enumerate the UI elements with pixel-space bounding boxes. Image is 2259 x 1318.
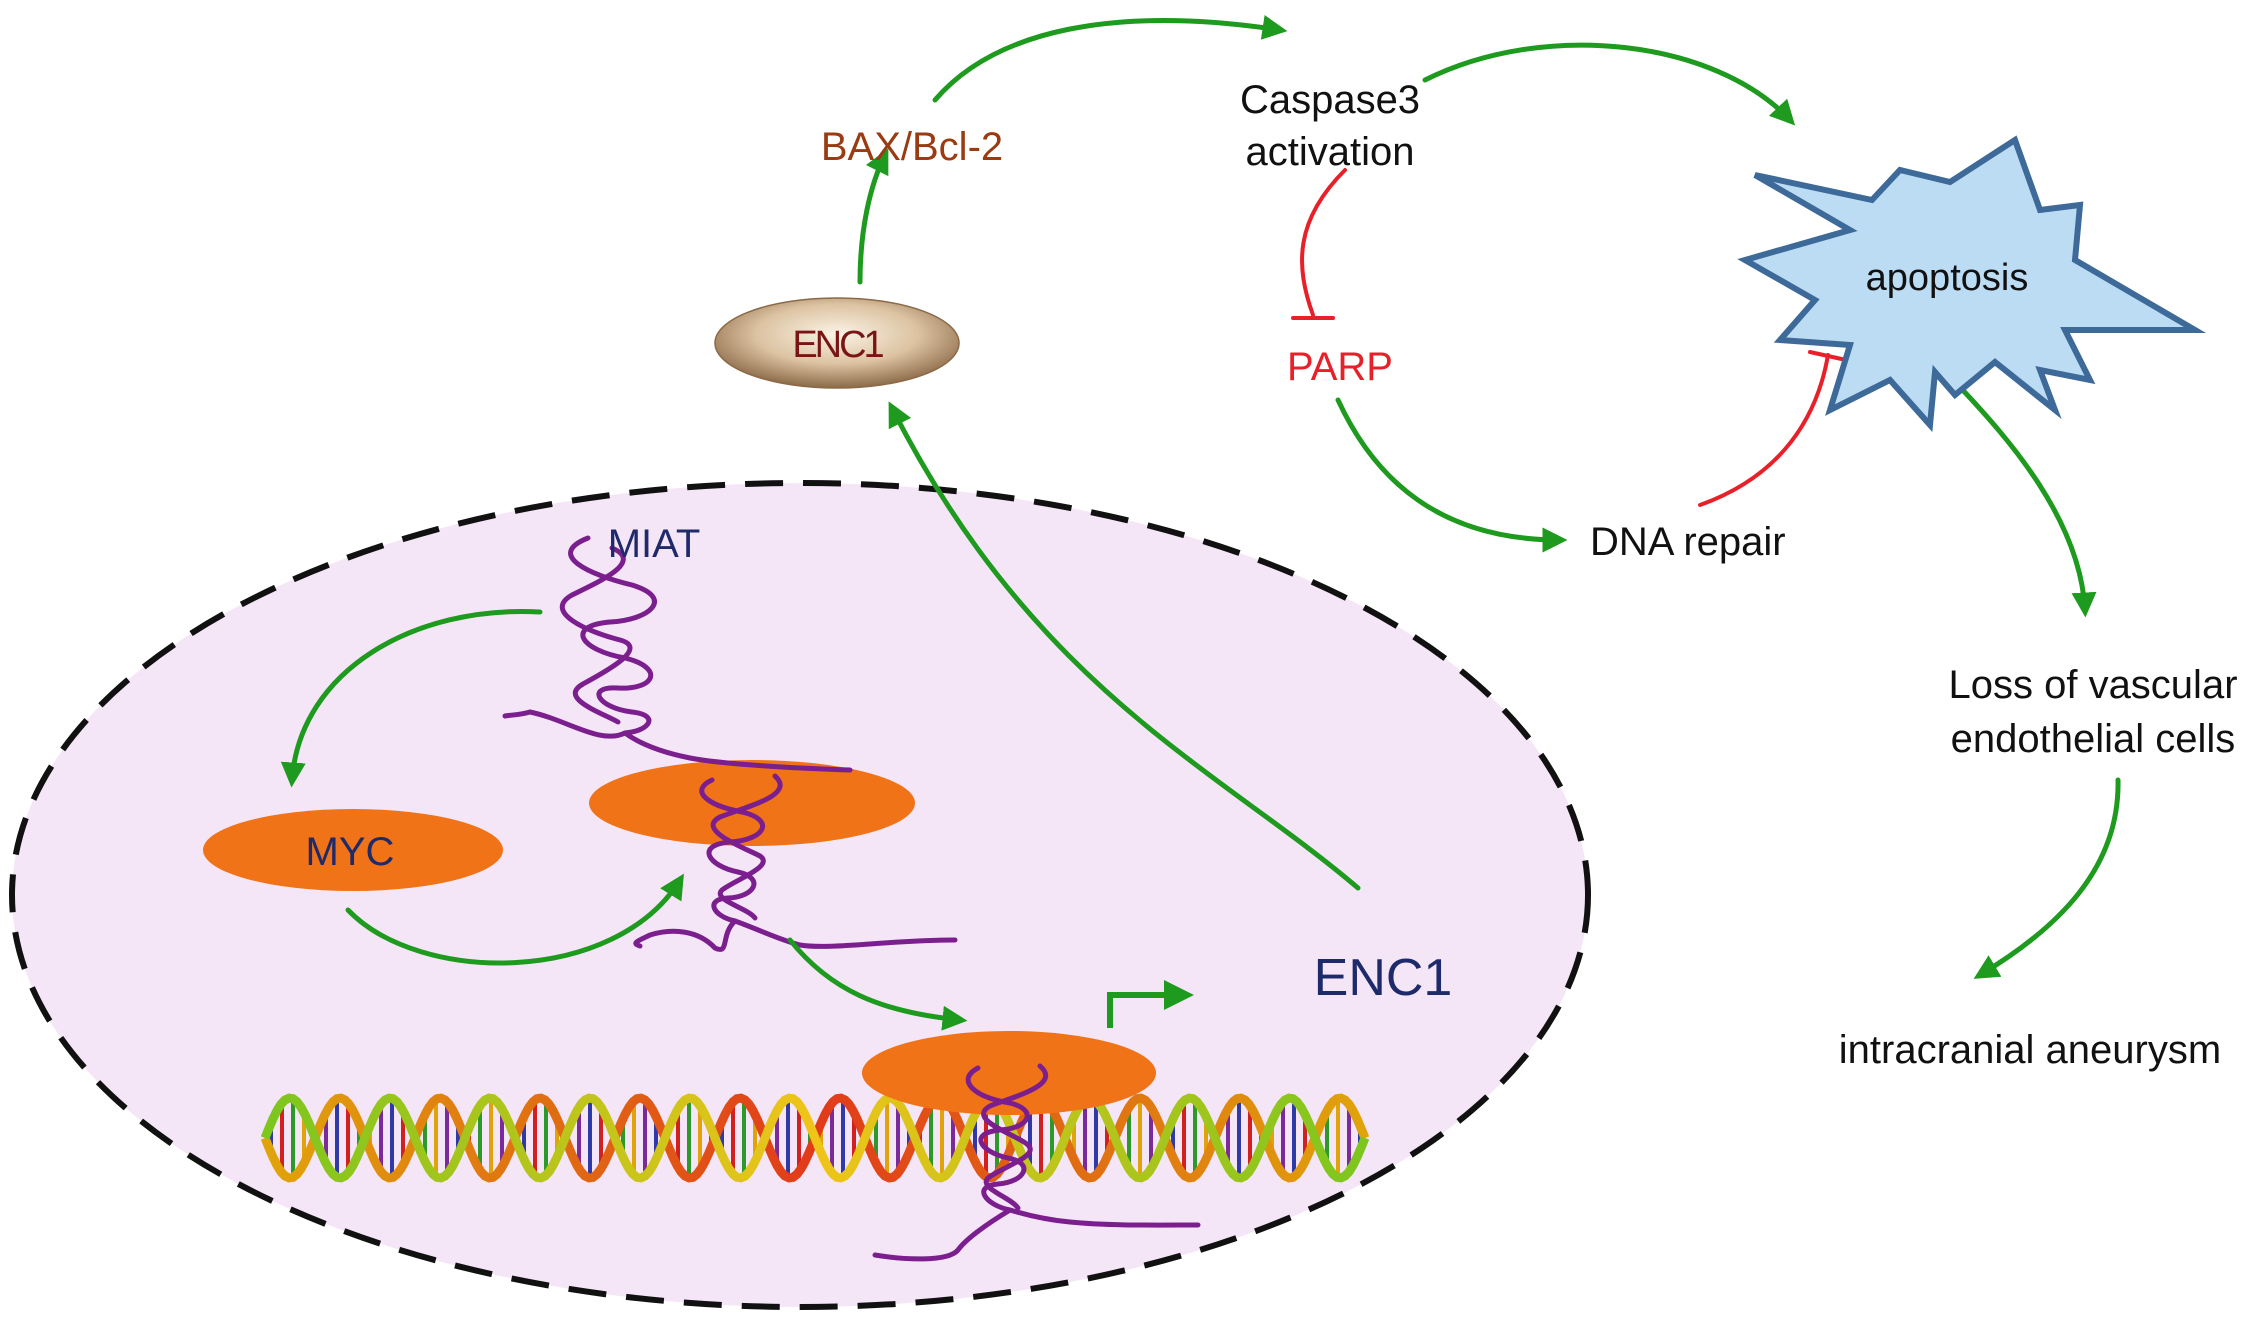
- myc-protein-ellipse: [203, 809, 503, 891]
- arrow-apoptosis-to-loss: [1955, 382, 2097, 618]
- arrow-enc1-gene-to-protein: [888, 401, 1361, 891]
- enc1-protein-label: ENC1: [792, 324, 883, 366]
- apoptosis-label: apoptosis: [1866, 257, 2029, 299]
- arrow-loss-to-aneurysm: [1973, 777, 2121, 979]
- arrow-parp-to-dna-repair: [1335, 397, 1568, 553]
- dna-helix-icon: [260, 1093, 1370, 1183]
- enc1-protein-capsule: [714, 297, 960, 389]
- transcription-start-arrow: [1107, 980, 1194, 1028]
- arrow-miat-to-myc: [280, 608, 543, 788]
- miat-label: MIAT: [608, 522, 701, 566]
- activation-label: activation: [1246, 130, 1415, 174]
- nucleus: [9, 480, 1591, 1310]
- caspase3-label: Caspase3: [1240, 78, 1420, 122]
- apoptosis-starburst: [1737, 135, 2207, 433]
- arrow-complex-to-promoter: [787, 937, 968, 1031]
- intracranial-aneurysm-label: intracranial aneurysm: [1839, 1028, 2221, 1072]
- inhibition-dna-repair-to-apoptosis: [1698, 353, 1830, 507]
- inhibition-dna-repair-to-apoptosis-bar: [1808, 350, 1848, 362]
- loss-of-vascular-label: Loss of vascular: [1948, 663, 2237, 707]
- miat-lncrna-coil-middle: [633, 773, 958, 952]
- bax-bcl2-label: BAX/Bcl-2: [821, 125, 1003, 169]
- arrow-enc1-to-bax: [857, 148, 889, 285]
- miat-lncrna-coil-top: [502, 535, 853, 773]
- arrow-bax-to-caspase: [932, 15, 1288, 103]
- myc-label: MYC: [306, 830, 395, 874]
- promoter-bound-complex: [862, 1031, 1156, 1115]
- inhibition-caspase-to-parp: [1300, 168, 1347, 317]
- dna-repair-label: DNA repair: [1590, 520, 1786, 564]
- arrow-caspase-to-apoptosis: [1422, 42, 1796, 126]
- miat-lncrna-coil-bottom: [872, 1063, 1201, 1262]
- endothelial-cells-label: endothelial cells: [1951, 717, 2236, 761]
- arrow-myc-to-complex: [345, 873, 684, 966]
- parp-label: PARP: [1287, 345, 1393, 389]
- enc1-gene-label: ENC1: [1314, 949, 1453, 1007]
